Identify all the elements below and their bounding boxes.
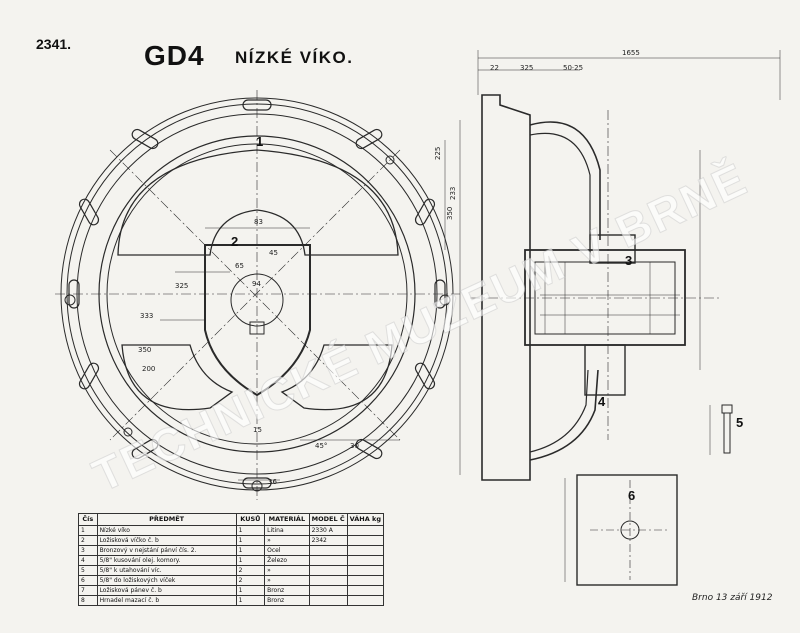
table-cell: 7: [78, 585, 98, 596]
table-cell: Ložisková víčko č. b: [96, 535, 237, 546]
svg-text:50·25: 50·25: [563, 64, 583, 72]
table-cell: 5: [78, 565, 98, 576]
table-cell: Hrnadel mazací č. b: [96, 595, 237, 606]
svg-text:200: 200: [142, 365, 155, 373]
svg-text:333: 333: [140, 312, 153, 320]
svg-text:45°: 45°: [315, 442, 327, 450]
header-cell: KUSŮ: [235, 513, 266, 526]
parts-table-header: Čís PŘEDMĚT KUSŮ MATERIÁL MODEL Č VÁHA k…: [78, 513, 385, 526]
header-cell: PŘEDMĚT: [96, 513, 237, 526]
table-cell: »: [264, 565, 310, 576]
table-cell: 4: [78, 555, 98, 566]
svg-text:233: 233: [449, 187, 457, 200]
table-cell: Nízké víko: [96, 525, 237, 536]
table-cell: [308, 545, 348, 556]
parts-table: Čís PŘEDMĚT KUSŮ MATERIÁL MODEL Č VÁHA k…: [78, 513, 385, 606]
svg-text:225: 225: [434, 147, 442, 160]
table-cell: 2: [78, 535, 98, 546]
drawing-title: GD4: [144, 40, 205, 71]
svg-text:36: 36: [268, 478, 277, 486]
table-cell: 2: [235, 565, 266, 576]
table-cell: Litina: [264, 525, 310, 536]
part-label-4: 4: [598, 394, 606, 409]
table-cell: [346, 585, 385, 596]
signature: Brno 13 září 1912: [692, 593, 773, 603]
header-cell: Čís: [78, 513, 98, 526]
svg-text:65: 65: [235, 262, 244, 270]
svg-text:22: 22: [490, 64, 499, 72]
table-cell: [346, 555, 385, 566]
table-cell: Ložisková pánev č. b: [96, 585, 237, 596]
header-cell: VÁHA kg: [346, 513, 385, 526]
table-cell: 1: [78, 525, 98, 536]
table-cell: [346, 595, 385, 606]
svg-text:1655: 1655: [622, 49, 640, 57]
table-cell: Bronz: [264, 585, 310, 596]
table-cell: »: [264, 535, 310, 546]
svg-text:350: 350: [138, 346, 151, 354]
table-cell: Bronzový v nejstání pánví čís. 2.: [96, 545, 237, 556]
table-cell: 5/8" do ložiskových víček: [96, 575, 237, 586]
part-label-1: 1: [256, 134, 264, 149]
svg-text:350: 350: [446, 207, 454, 220]
table-cell: [308, 565, 348, 576]
table-cell: Bronz: [264, 595, 310, 606]
svg-text:15: 15: [253, 426, 262, 434]
table-cell: »: [264, 575, 310, 586]
svg-text:94: 94: [252, 280, 261, 288]
table-cell: 5/8" k utahování víc.: [96, 565, 237, 576]
table-cell: 8: [78, 595, 98, 606]
table-cell: 5/8" kusování olej. komory.: [96, 555, 237, 566]
table-cell: 1: [235, 555, 266, 566]
table-cell: 1: [235, 585, 266, 596]
drawing-number: 2341.: [36, 36, 72, 52]
svg-text:83: 83: [254, 218, 263, 226]
part-label-5: 5: [736, 415, 744, 430]
front-view: [55, 90, 460, 500]
svg-text:325: 325: [520, 64, 533, 72]
table-cell: [346, 575, 385, 586]
table-cell: [308, 595, 348, 606]
table-cell: [346, 535, 385, 546]
drawing-subtitle: NÍZKÉ VÍKO.: [235, 48, 354, 67]
table-cell: [346, 565, 385, 576]
part-label-2: 2: [231, 234, 239, 249]
table-cell: Ocel: [264, 545, 310, 556]
part-label-6: 6: [628, 488, 636, 503]
table-cell: 1: [235, 535, 266, 546]
table-cell: [346, 545, 385, 556]
table-cell: 1: [235, 595, 266, 606]
svg-text:30: 30: [350, 442, 359, 450]
svg-text:45: 45: [269, 249, 278, 257]
table-cell: [308, 555, 348, 566]
table-cell: [308, 585, 348, 596]
table-cell: 1: [235, 545, 266, 556]
table-cell: 2: [235, 575, 266, 586]
header-cell: MATERIÁL: [264, 513, 310, 526]
table-cell: 2342: [308, 535, 348, 546]
section-view: [444, 50, 781, 586]
table-cell: 2330 A: [308, 525, 348, 536]
table-cell: 1: [235, 525, 266, 536]
table-cell: 3: [78, 545, 98, 556]
table-cell: Železo: [264, 555, 310, 566]
table-cell: [308, 575, 348, 586]
table-cell: [346, 525, 385, 536]
header-cell: MODEL Č: [308, 513, 348, 526]
table-cell: 6: [78, 575, 98, 586]
part-label-3: 3: [625, 253, 633, 268]
svg-text:325: 325: [175, 282, 188, 290]
